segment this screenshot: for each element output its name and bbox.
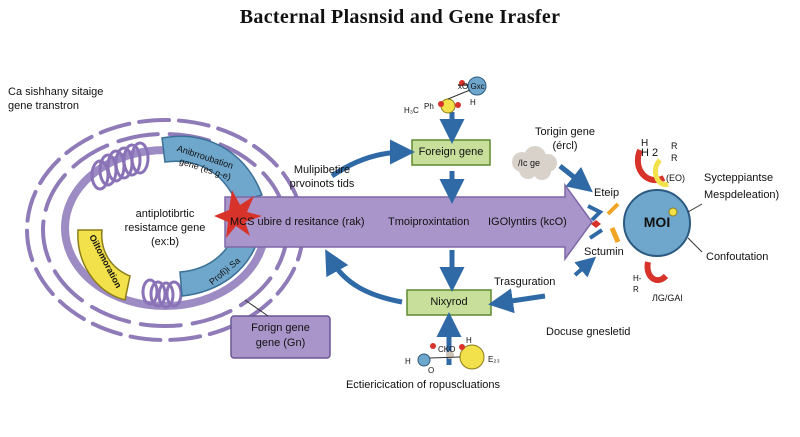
small-arrow-right: [573, 256, 597, 278]
mol-top-h: H: [470, 98, 476, 107]
mol-top-label: xO Gxc: [458, 82, 485, 91]
forign-gene-box-label-1: Forign gene: [251, 322, 310, 334]
right-label-r2: R: [671, 153, 678, 163]
molecule-bottom: [417, 343, 485, 370]
right-label-r1: R: [671, 141, 678, 151]
label-multi-2: prvoinots tids: [289, 178, 355, 190]
label-torigin-1: Torigin gene: [535, 126, 595, 138]
red-burst-icon: [214, 190, 262, 238]
plasmid-yellow-segment: [77, 229, 131, 301]
label-syceplanse-2: Mespdeleation): [704, 189, 780, 201]
right-label-gal: ЛG/GAl: [652, 293, 683, 303]
label-syceplanse-1: Sycteppiantse: [704, 172, 774, 184]
arrow-segment-1: MCS ubire d resitance (rak): [230, 216, 365, 228]
moi-connector-right: [687, 203, 703, 213]
label-torigin-2: (ércl): [552, 140, 578, 152]
forign-gene-purple-box: [230, 315, 331, 359]
label-plasmid-center-3: (ex:b): [150, 236, 180, 248]
label-sctumin: Sctumin: [584, 246, 624, 258]
label-confourtion: Confoutation: [706, 251, 769, 263]
bottom-caption: Ectiericication of ropuscluations: [345, 379, 501, 391]
mol-top-ph: Ph: [424, 102, 434, 111]
diagram-title: Bacternal Plasnsid and Gene Irasfer: [239, 6, 561, 28]
label-plasmid-center-2: resistamce gene: [124, 222, 206, 234]
label-moi: MOI: [643, 214, 671, 230]
label-trasguration: Trasguration: [494, 276, 556, 288]
arrow-segment-2: Tmoiproxintation: [388, 216, 470, 228]
moi-yellow-dot: [668, 207, 678, 217]
mol-bottom-h: H: [466, 336, 472, 345]
label-top-left-1: Ca sishhany sitaige: [8, 86, 104, 98]
foreign-gene-box: [411, 139, 491, 166]
mol-top-h3c: H₃C: [404, 106, 419, 115]
right-label-h2: H 2: [641, 147, 659, 159]
mol-bottom-cko: CKO: [438, 345, 456, 354]
label-docuse: Docuse gnesletid: [546, 326, 631, 338]
gene-cloud: [512, 146, 557, 180]
label-top-left-2: gene transtron: [8, 100, 79, 112]
foreign-gene-box-label: Foreign gene: [418, 146, 484, 158]
yellow-hook-top: [653, 158, 669, 188]
right-label-h: H: [641, 138, 649, 149]
right-label-r3: R: [633, 285, 639, 294]
label-cloud: /Ic ge: [518, 158, 541, 168]
mol-bottom-e23: E₂₃: [488, 355, 500, 364]
nixyrod-box-label: Nixyrod: [430, 296, 468, 308]
red-hook-bottom: [644, 261, 669, 283]
label-multi-1: Mulipibetire: [293, 164, 351, 176]
mechanism-arrows: [587, 202, 621, 243]
right-label-h-minus: H-: [633, 274, 642, 283]
label-etep: Eteip: [594, 187, 620, 199]
label-plasmid-center-1: antiplotibrtic: [135, 208, 195, 220]
coiled-dna: [90, 141, 183, 309]
arrow-segment-3: IGOlyntirs (kcO): [488, 216, 567, 228]
main-purple-arrow: [224, 182, 593, 262]
mol-bottom-o: O: [428, 366, 435, 375]
moi-circle: [623, 189, 691, 257]
connector-line: [244, 299, 269, 317]
plasmid-blue-gene-segment: [161, 135, 263, 203]
molecule-top: [438, 76, 487, 114]
nixyrod-box: [406, 289, 492, 316]
right-label-eo: (EO): [666, 173, 685, 183]
moi-connector-right-2: [687, 237, 703, 253]
forign-gene-box-label-2: gene (Gn): [255, 337, 306, 349]
mol-bottom-h-left: H: [405, 357, 411, 366]
